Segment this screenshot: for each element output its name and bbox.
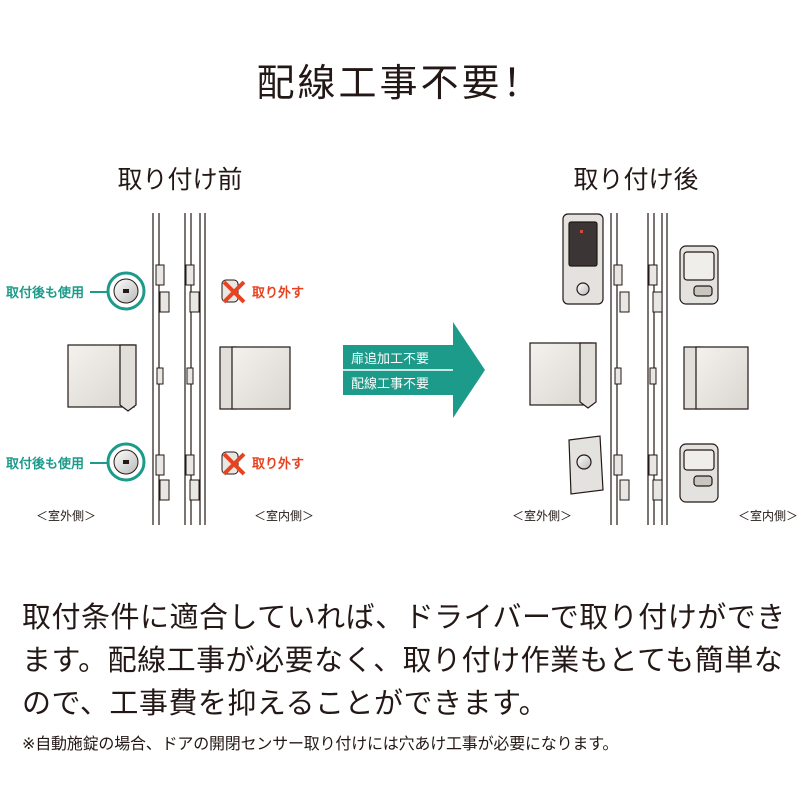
- before-inside-thumbturn-top: [221, 279, 246, 304]
- after-inside-handle: [683, 346, 749, 410]
- arrow-label-1: 扉追加工不要: [351, 351, 429, 367]
- page-title: 配線工事不要！: [256, 61, 544, 105]
- footnote: ※自動施錠の場合、ドアの開閉センサー取り付けには穴あけ工事が必要になります。: [22, 734, 619, 753]
- after-outside-keypad: [562, 213, 604, 305]
- before-hinges: [155, 264, 200, 501]
- after-inside-lock-unit-bottom: [679, 443, 719, 503]
- center-arrow: [343, 322, 485, 418]
- after-heading: 取り付け後: [573, 165, 699, 194]
- before-inside-thumbturn-bottom: [221, 451, 246, 476]
- label-remove-top: 取り外す: [252, 285, 304, 301]
- before-outside-cylinder-top: [106, 271, 146, 311]
- after-hinges: [613, 264, 663, 501]
- label-keep-top: 取付後も使用: [6, 285, 84, 301]
- before-inside-handle: [219, 346, 291, 410]
- description-text: 取付条件に適合していれば、ドライバーで取り付けができます。配線工事が必要なく、取…: [22, 600, 786, 720]
- before-heading: 取り付け前: [117, 165, 243, 194]
- after-outside-cylinder-cover: [568, 435, 604, 495]
- after-outside-handle: [529, 342, 597, 409]
- before-outside-cylinder-bottom: [106, 442, 146, 482]
- after-inside-label: ＜室内側＞: [738, 508, 798, 523]
- after-inside-lock-unit-top: [679, 245, 719, 305]
- after-outside-label: ＜室外側＞: [512, 508, 572, 523]
- label-remove-bottom: 取り外す: [252, 456, 304, 472]
- before-inside-label: ＜室内側＞: [254, 508, 314, 523]
- before-outside-label: ＜室外側＞: [36, 508, 96, 523]
- label-keep-bottom: 取付後も使用: [6, 456, 84, 472]
- before-outside-handle: [67, 344, 137, 412]
- arrow-label-2: 配線工事不要: [351, 376, 429, 392]
